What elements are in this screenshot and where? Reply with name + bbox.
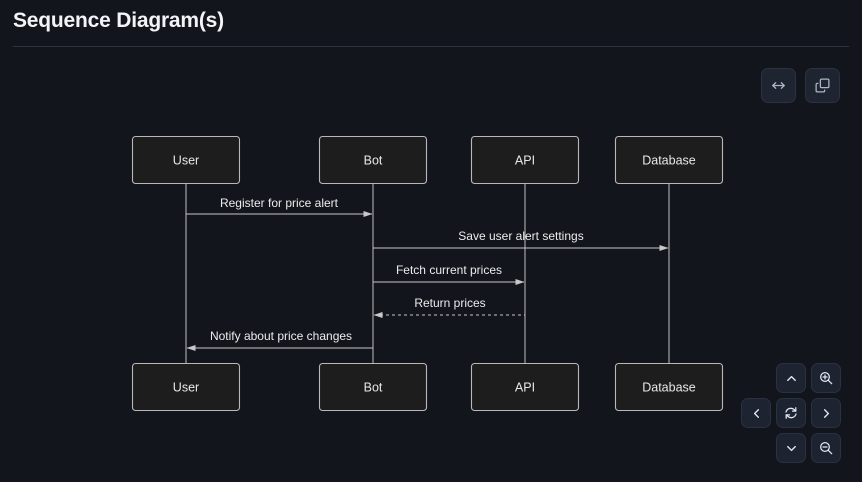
copy-button[interactable] — [805, 68, 840, 103]
message-label: Save user alert settings — [458, 229, 583, 243]
participant-box-api[interactable]: API — [470, 135, 580, 185]
participant-label-api-bottom: API — [515, 380, 535, 394]
copy-icon — [814, 77, 831, 94]
participant-label-user-bottom: User — [173, 380, 199, 394]
page-title: Sequence Diagram(s) — [13, 9, 224, 32]
reset-view-button[interactable] — [776, 398, 806, 428]
participant-box-bottom-api[interactable]: API — [470, 362, 580, 412]
participant-box-user[interactable]: User — [131, 135, 241, 185]
refresh-icon — [783, 405, 799, 421]
pan-up-button[interactable] — [776, 363, 806, 393]
zoom-in-icon — [818, 370, 834, 386]
message-return-prices: Return prices — [373, 296, 525, 318]
pan-left-button[interactable] — [741, 398, 771, 428]
participant-box-bottom-bot[interactable]: Bot — [318, 362, 428, 412]
participant-label-user: User — [173, 153, 199, 167]
horizontal-double-arrow-icon — [770, 77, 787, 94]
message-label: Notify about price changes — [210, 329, 352, 343]
participant-label-database: Database — [642, 153, 696, 167]
message-save-user-alert-settings: Save user alert settings — [373, 229, 669, 251]
participant-box-database[interactable]: Database — [614, 135, 724, 185]
diagram-toolbar — [761, 68, 840, 103]
chevron-up-icon — [784, 371, 799, 386]
lifelines — [185, 183, 670, 368]
sequence-diagram-svg: User Bot API Database Re — [131, 135, 724, 412]
sequence-diagram-canvas[interactable]: User Bot API Database Re — [0, 48, 862, 482]
participant-box-bottom-user[interactable]: User — [131, 362, 241, 412]
pan-right-button[interactable] — [811, 398, 841, 428]
participant-box-bottom-database[interactable]: Database — [614, 362, 724, 412]
participant-box-bot[interactable]: Bot — [318, 135, 428, 185]
message-label: Register for price alert — [220, 196, 339, 210]
participant-label-bot: Bot — [364, 153, 383, 167]
message-register-for-price-alert: Register for price alert — [186, 196, 373, 217]
diagram-navigation-pad — [741, 363, 849, 469]
header-divider — [13, 46, 849, 47]
pan-down-button[interactable] — [776, 433, 806, 463]
zoom-out-button[interactable] — [811, 433, 841, 463]
participants-bottom: User Bot API Database — [131, 362, 724, 412]
messages: Register for price alert Save user alert… — [186, 196, 669, 351]
chevron-right-icon — [819, 406, 834, 421]
participant-label-api: API — [515, 153, 535, 167]
participant-label-bot-bottom: Bot — [364, 380, 383, 394]
header: Sequence Diagram(s) — [0, 0, 862, 48]
fit-width-button[interactable] — [761, 68, 796, 103]
participants-top: User Bot API Database — [131, 135, 724, 185]
message-label: Return prices — [414, 296, 485, 310]
zoom-out-icon — [818, 440, 834, 456]
chevron-down-icon — [784, 441, 799, 456]
message-label: Fetch current prices — [396, 263, 502, 277]
participant-label-database-bottom: Database — [642, 380, 696, 394]
chevron-left-icon — [749, 406, 764, 421]
message-fetch-current-prices: Fetch current prices — [373, 263, 525, 285]
zoom-in-button[interactable] — [811, 363, 841, 393]
message-notify-about-price-changes: Notify about price changes — [186, 329, 373, 351]
